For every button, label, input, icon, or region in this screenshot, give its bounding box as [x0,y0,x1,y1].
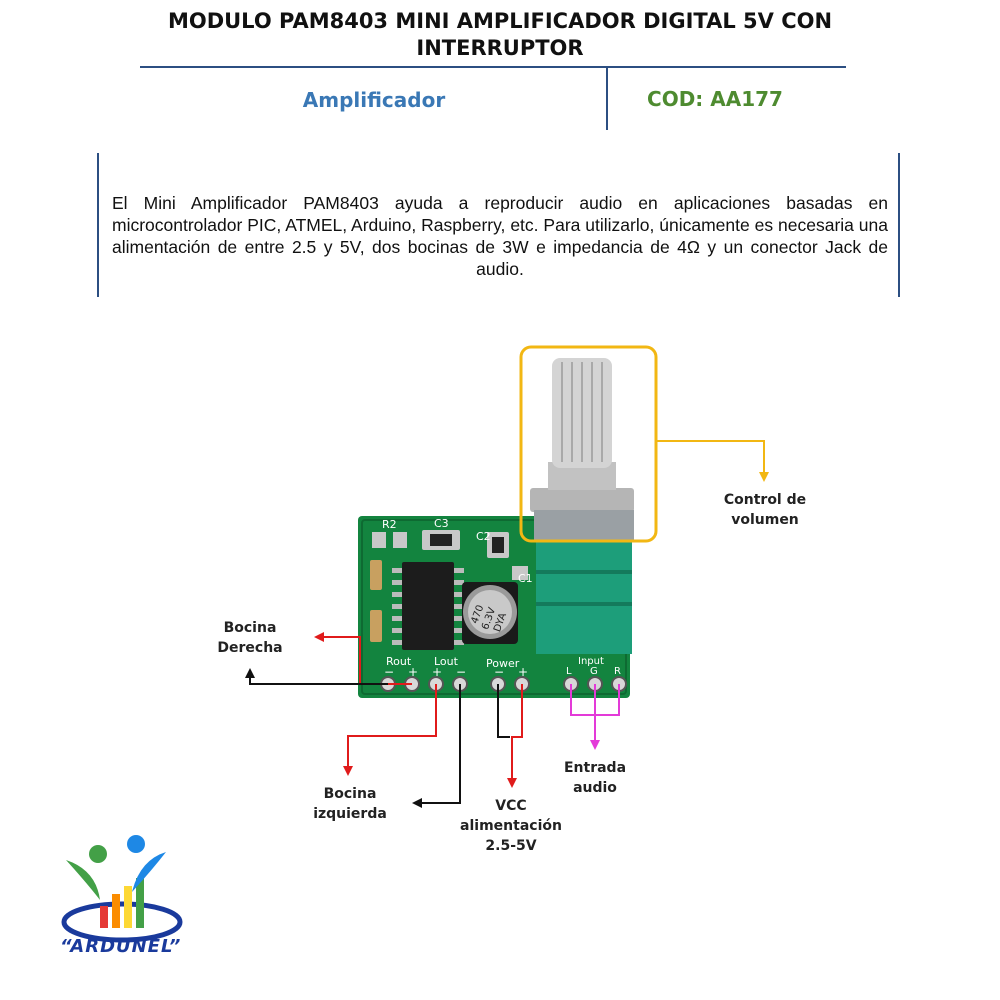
arrow-left-speaker [343,766,353,776]
silk-rout: Rout [386,655,412,668]
label-left-speaker-line-2: izquierda [313,806,387,822]
silk-g: G [590,666,598,677]
component-c2 [492,537,504,553]
pot-nut [530,488,634,512]
product-description: El Mini Amplificador PAM8403 ayuda a rep… [112,193,888,279]
silk-rout-plus: + [408,665,418,679]
silk-r: R [614,666,621,677]
terminal-pins [380,676,627,692]
silk-power: Power [486,657,520,670]
silk-c3: C3 [434,517,449,530]
silk-input: Input [578,656,604,667]
pad-c1 [512,566,528,580]
silk-lout-plus: + [432,665,442,679]
logo-text: “ARDUNEL” [60,936,182,957]
arrow-audio-input [590,740,600,750]
logo-person-green-body [66,860,100,900]
ardunel-logo [61,835,183,943]
potentiometer-body [536,540,632,654]
arrow-right-speaker [314,632,324,642]
arrow-left-speaker-ground [412,798,422,808]
wire-power-plus [511,684,523,780]
product-title-line-1: MODULO PAM8403 MINI AMPLIFICADOR DIGITAL… [167,9,833,33]
pam8403-chip [402,562,454,650]
logo-bar-3 [124,886,132,928]
arrow-right-speaker-ground [245,668,255,678]
label-vcc-line-2: alimentación [460,818,562,834]
silk-power-plus: + [518,665,528,679]
wire-volume [656,440,765,474]
label-vcc-line-1: VCC [495,798,527,814]
product-title-line-2: INTERRUPTOR [416,36,584,60]
logo-swoosh [61,901,183,943]
pad-r2-b [393,532,407,548]
pot-bracket [534,510,634,542]
wire-lout-minus [420,684,461,804]
arrow-volume [759,472,769,482]
logo-bar-4 [136,878,144,928]
description-right-bar [898,153,900,297]
pot-groove-1 [536,570,632,574]
product-category: Amplificador [302,88,446,112]
label-audio-input-line-1: Entrada [563,760,627,776]
pot-shaft-knurl [561,362,603,462]
label-volume-line-1: Control de [723,492,807,508]
label-left-speaker-line-1: Bocina [323,786,377,802]
logo-person-blue-body [132,852,166,892]
capacitor-top [468,590,512,634]
silk-lout: Lout [434,655,459,668]
header-rule [140,66,846,68]
wire-power-minus [497,684,510,738]
resistor-2 [370,610,382,642]
label-right-speaker-line-1: Bocina [223,620,277,636]
label-vcc-line-3: 2.5-5V [485,838,537,854]
logo-person-blue-head [127,835,145,853]
silk-rout-minus: − [384,665,394,679]
volume-highlight-box [519,345,658,543]
pot-groove-2 [536,602,632,606]
arrow-vcc [507,778,517,788]
label-vcc: VCC alimentación 2.5-5V [455,796,567,856]
silk-c2: C2 [476,530,491,543]
pad-r2-a [372,532,386,548]
product-title: MODULO PAM8403 MINI AMPLIFICADOR DIGITAL… [0,8,1000,62]
silk-power-minus: − [494,665,504,679]
logo-bar-1 [100,906,108,928]
silk-l: L [566,666,572,677]
label-volume-line-2: volumen [731,512,799,528]
label-audio-input: Entrada audio [550,758,640,798]
description-left-bar [97,153,99,297]
product-code: COD: AA177 [647,87,783,111]
logo-bar-2 [112,894,120,928]
resistor-1 [370,560,382,590]
silk-r2: R2 [382,518,397,531]
label-volume-control: Control de volumen [712,490,818,530]
component-c3 [430,534,452,546]
header-separator [606,68,608,130]
logo-person-green-head [89,845,107,863]
label-right-speaker-line-2: Derecha [217,640,283,656]
label-audio-input-line-2: audio [573,780,617,796]
label-right-speaker: Bocina Derecha [205,618,295,658]
wire-lout-plus [347,684,437,768]
wire-rout-minus [249,676,388,685]
label-left-speaker: Bocina izquierda [300,784,400,824]
silk-c1: C1 [518,572,533,585]
ic-pins [392,568,464,645]
silk-lout-minus: − [456,665,466,679]
